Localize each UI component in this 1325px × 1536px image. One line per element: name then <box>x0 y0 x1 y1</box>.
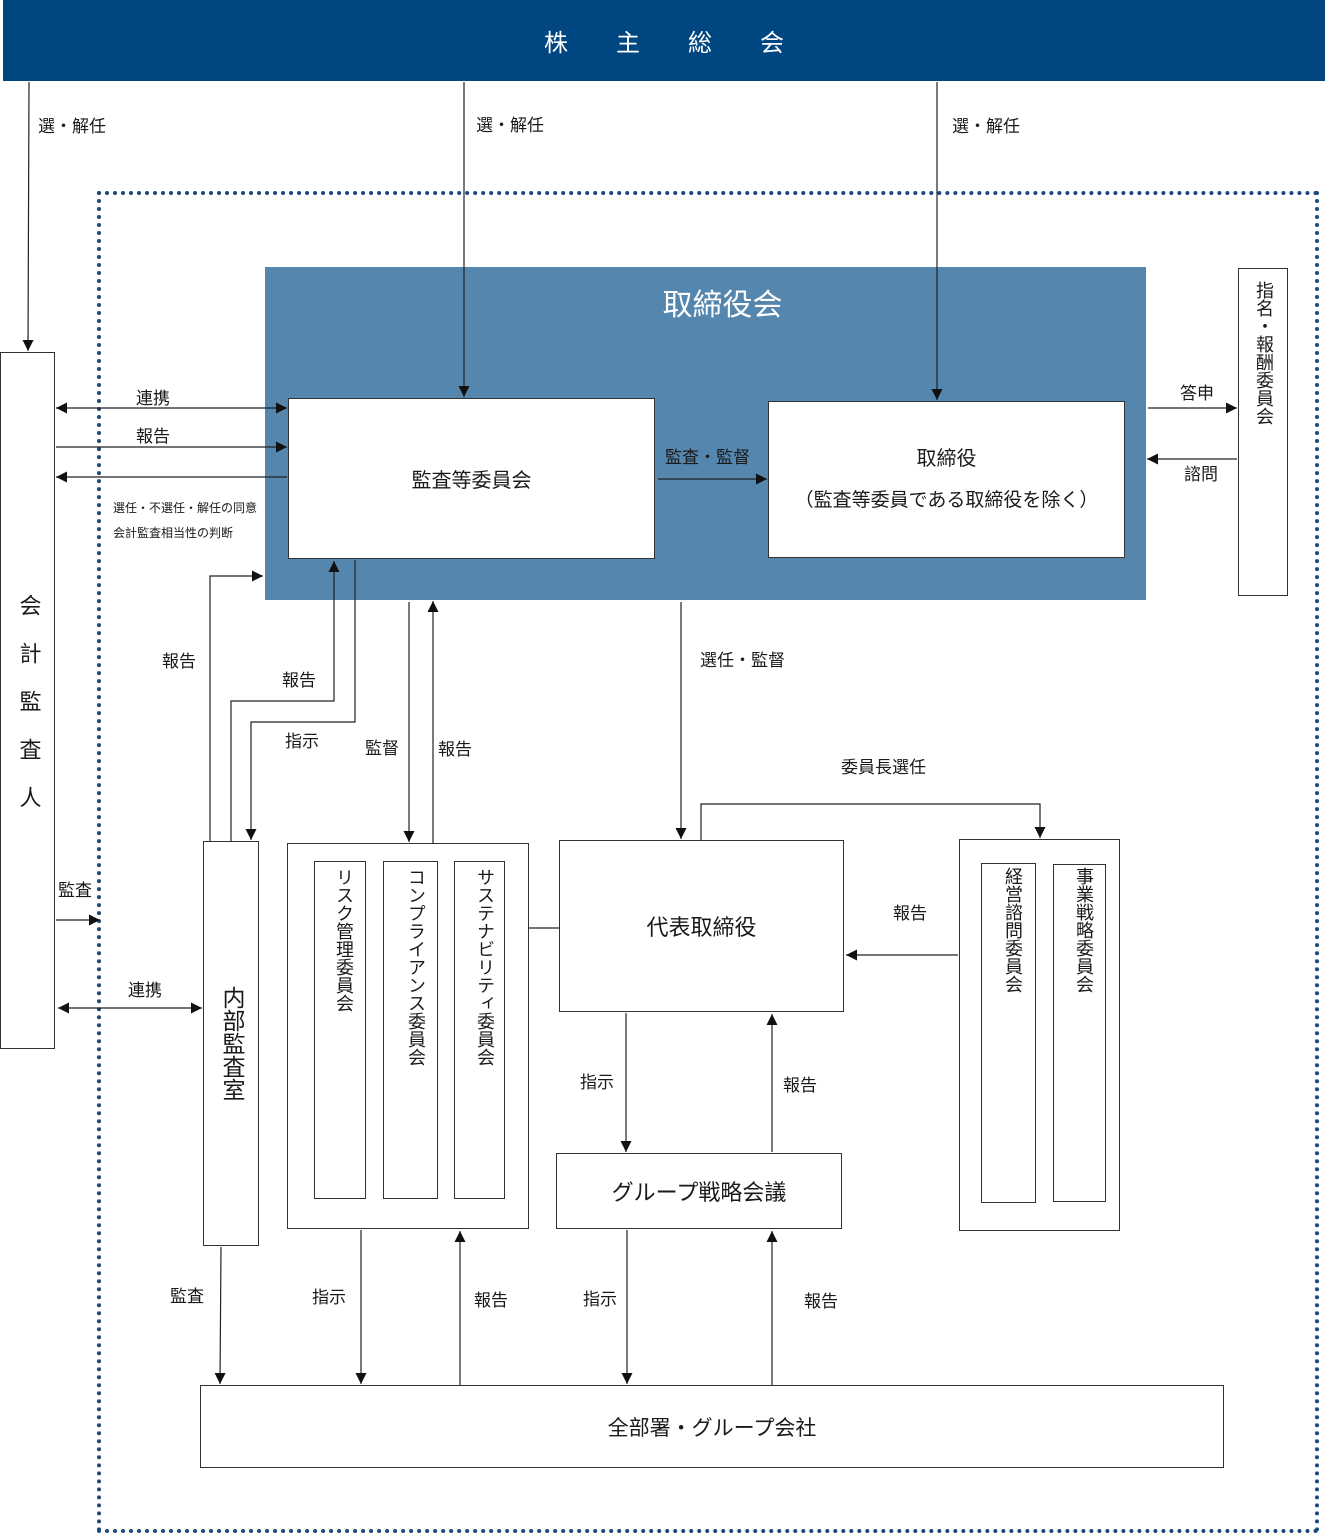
arrow-shareholders-to-auditor <box>22 81 34 352</box>
management-advisory-label: 経営諮問委員会 <box>1002 867 1023 993</box>
accounting-auditor-label: 会計監査人 <box>15 593 41 834</box>
nomination-committee-label: 指名・報酬委員会 <box>1253 281 1274 425</box>
label-auditor-audit: 監査 <box>58 881 92 901</box>
label-ia-audit-depts: 監査 <box>170 1287 204 1307</box>
label-consent-note-2: 会計監査相当性の判断 <box>113 526 234 540</box>
label-ia-report-ac: 報告 <box>282 671 316 691</box>
shareholders-meeting: 株 主 総 会 <box>3 0 1325 81</box>
label-supervise-committees: 監督 <box>365 739 399 759</box>
business-strategy-label: 事業戦略委員会 <box>1073 867 1094 993</box>
group-strategy-meeting-box: グループ戦略会議 <box>556 1153 842 1229</box>
business-strategy-box: 事業戦略委員会 <box>1053 864 1106 1202</box>
nomination-committee-box: 指名・報酬委員会 <box>1238 268 1288 596</box>
arrow-chair-appoint <box>700 803 1046 840</box>
board-title: 取締役会 <box>662 288 783 323</box>
label-rep-instruct-group: 指示 <box>580 1073 614 1093</box>
sustainability-committee-label: サステナビリティ委員会 <box>474 868 495 1066</box>
label-chair-appoint: 委員長選任 <box>841 758 926 778</box>
label-appoint-supervise: 選任・監督 <box>700 651 785 671</box>
representative-director-label: 代表取締役 <box>646 916 757 941</box>
label-group-report-rep: 報告 <box>783 1076 817 1096</box>
label-group-instruct-depts: 指示 <box>583 1290 617 1310</box>
group-strategy-meeting-label: グループ戦略会議 <box>611 1181 787 1206</box>
label-advisory-report: 報告 <box>893 904 927 924</box>
company-boundary <box>97 191 1319 1533</box>
label-audit-supervise: 監査・監督 <box>665 448 750 468</box>
label-appoint-dismiss-ac: 選・解任 <box>476 116 544 136</box>
label-report-to-ac: 報告 <box>136 427 170 447</box>
label-appoint-dismiss-auditor: 選・解任 <box>38 117 106 137</box>
directors-label: 取締役 <box>916 446 977 470</box>
risk-committee-box: リスク管理委員会 <box>314 861 366 1199</box>
audit-committee-box: 監査等委員会 <box>288 398 655 559</box>
compliance-committee-box: コンプライアンス委員会 <box>383 861 438 1199</box>
representative-director-box: 代表取締役 <box>559 840 844 1012</box>
audit-committee-label: 監査等委員会 <box>411 468 532 492</box>
internal-audit-box: 内部監査室 <box>203 841 259 1246</box>
label-depts-report-comm: 報告 <box>474 1291 508 1311</box>
label-cooperation-bottom: 連携 <box>128 981 162 1001</box>
directors-note: （監査等委員である取締役を除く） <box>794 489 1099 511</box>
arrow-ia-report-board <box>209 570 263 841</box>
label-appoint-dismiss-directors: 選・解任 <box>952 117 1020 137</box>
compliance-committee-label: コンプライアンス委員会 <box>405 868 426 1066</box>
directors-box: 取締役 （監査等委員である取締役を除く） <box>768 401 1125 558</box>
label-depts-report-group: 報告 <box>804 1292 838 1312</box>
arrow-ac-instruct-ia <box>245 560 356 840</box>
label-ac-instruct-ia: 指示 <box>285 732 319 752</box>
sustainability-committee-box: サステナビリティ委員会 <box>454 861 505 1199</box>
label-report-committees: 報告 <box>438 740 472 760</box>
management-advisory-box: 経営諮問委員会 <box>981 863 1036 1203</box>
accounting-auditor-box: 会計監査人 <box>0 352 55 1049</box>
label-ia-report-board: 報告 <box>162 652 196 672</box>
arrow-ia-report-ac <box>230 561 340 841</box>
arrow-ia-audit-depts <box>214 1246 226 1385</box>
shareholders-meeting-label: 株 主 総 会 <box>544 29 784 57</box>
label-consult: 諮問 <box>1184 465 1218 485</box>
label-comm-instruct-depts: 指示 <box>312 1288 346 1308</box>
label-reply: 答申 <box>1180 384 1214 404</box>
risk-committee-label: リスク管理委員会 <box>333 868 354 1012</box>
all-departments-label: 全部署・グループ会社 <box>607 1415 817 1440</box>
label-consent-note-1: 選任・不選任・解任の同意 <box>113 501 258 515</box>
all-departments-box: 全部署・グループ会社 <box>200 1385 1224 1468</box>
label-cooperation-top: 連携 <box>136 389 170 409</box>
internal-audit-label: 内部監査室 <box>218 986 244 1101</box>
